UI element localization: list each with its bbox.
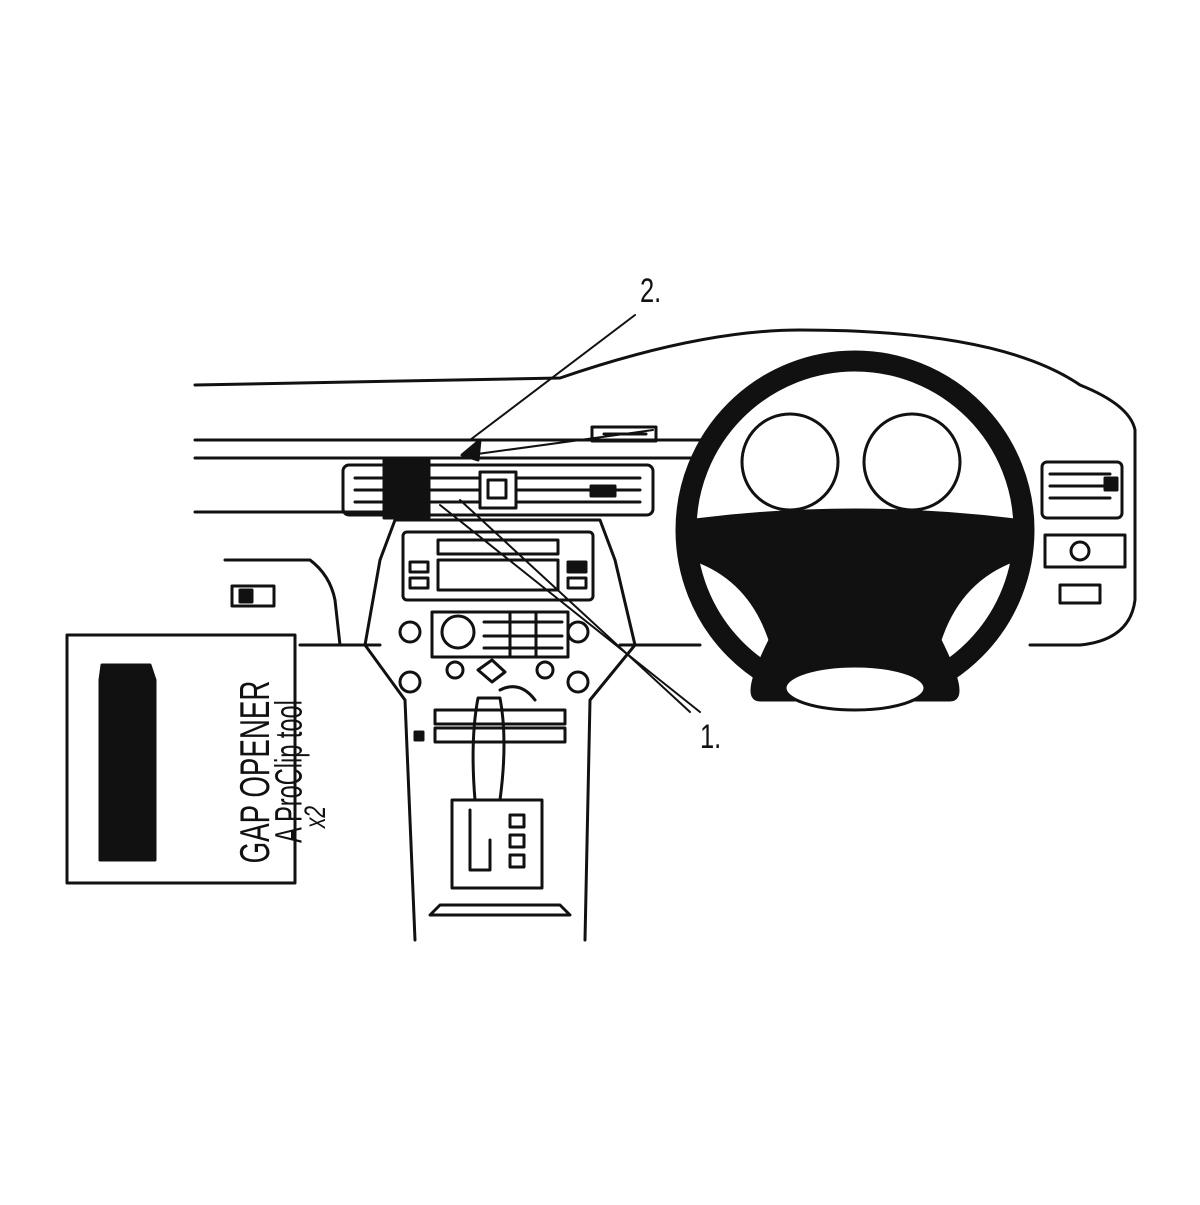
gear-shifter [471,696,506,802]
tool-subtitle: A ProClip tool [268,700,311,843]
tool-box [65,633,297,885]
callout-label-2: 2. [640,272,662,310]
right-vent [1040,460,1124,520]
gauge-left [740,412,840,512]
dashboard-top-line [193,328,1137,432]
mounting-bracket [382,458,431,520]
hazard-switch-strip [590,425,658,443]
callout-1-leader [439,504,701,713]
left-panel-switch [230,584,276,608]
left-panel-switch-inner [238,588,254,604]
callout-label-1: 1. [700,718,722,756]
dashboard-right-edge [1028,428,1137,647]
callout-2-leader-b [469,429,654,456]
light-switch [1043,533,1127,569]
radio-unit [401,530,595,602]
central-vent [341,463,655,517]
callout-2-leader-a [469,314,636,441]
glovebox-panel [223,558,342,647]
gauge-right [862,412,962,512]
gear-selector-panel [450,798,544,890]
gap-opener-tool-image [98,663,157,862]
center-console-outline [363,518,637,942]
tool-quantity: x2 [298,805,332,829]
